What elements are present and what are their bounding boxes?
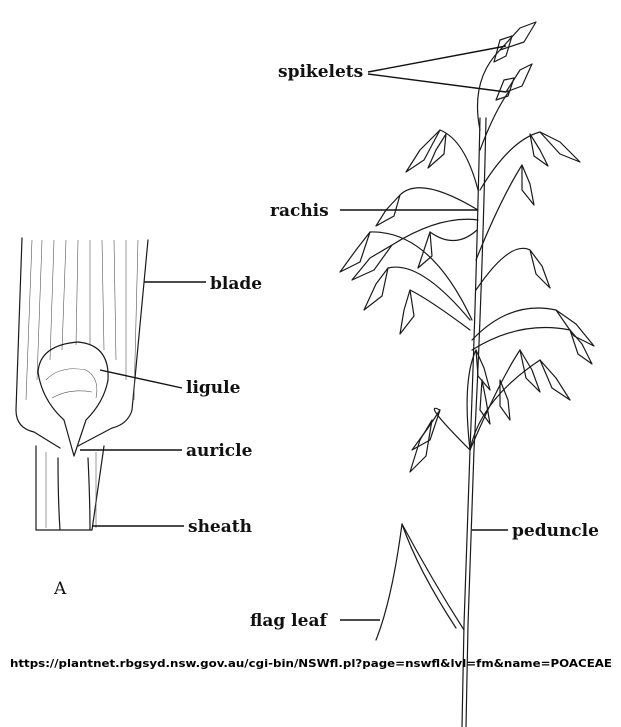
- label-blade: blade: [210, 274, 262, 294]
- label-spikelets: spikelets: [278, 62, 363, 82]
- leader-ligule: [99, 369, 183, 389]
- panicle-illustration: [339, 21, 595, 727]
- leader-spikelets-upper: [367, 45, 507, 73]
- label-ligule: ligule: [186, 378, 241, 398]
- blade-veins: [25, 239, 139, 401]
- label-flag-leaf: flag leaf: [250, 611, 328, 631]
- figure-letter: A: [53, 579, 67, 599]
- label-sheath: sheath: [188, 517, 252, 537]
- label-auricle: auricle: [186, 441, 253, 461]
- source-url: https://plantnet.rbgsyd.nsw.gov.au/cgi-b…: [10, 658, 612, 670]
- leaf-junction-illustration: [15, 237, 149, 531]
- leader-lines: [80, 45, 508, 621]
- label-rachis: rachis: [270, 201, 329, 221]
- panicle-branches: [369, 49, 571, 451]
- spikelets-illustration: [339, 21, 595, 473]
- labels: spikelets rachis blade ligule auricle sh…: [53, 62, 599, 631]
- label-peduncle: peduncle: [512, 521, 599, 541]
- leader-spikelets-lower: [367, 73, 507, 93]
